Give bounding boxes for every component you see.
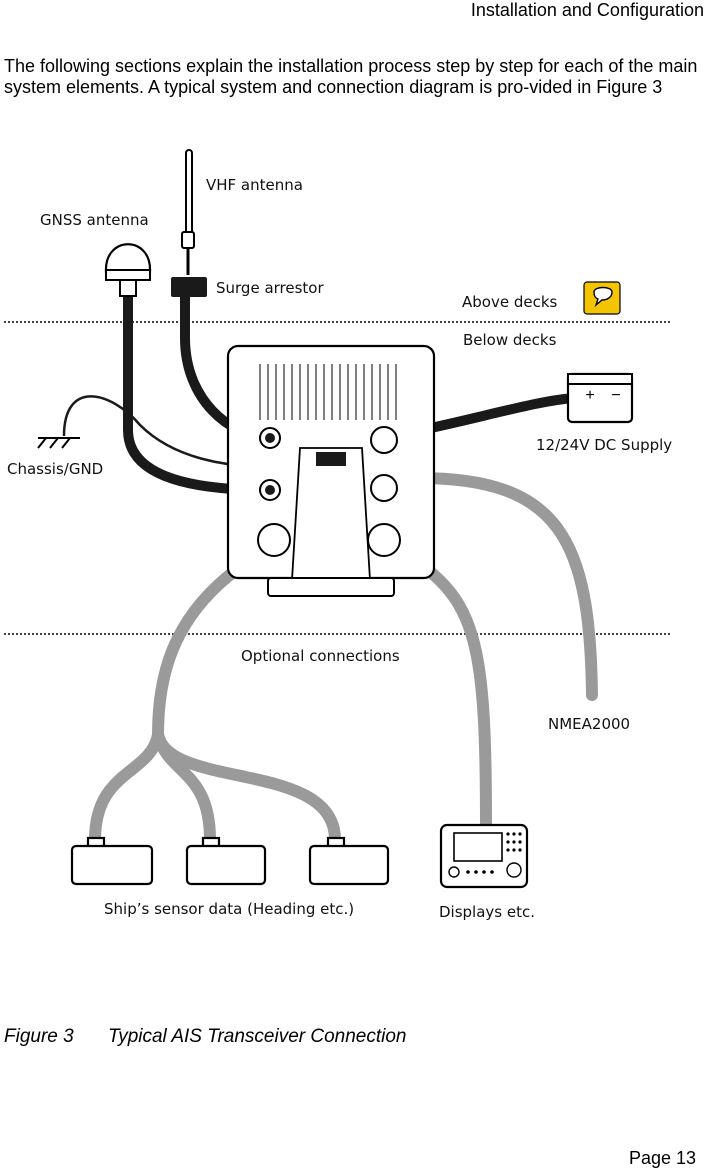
ground-symbol-icon (37, 437, 80, 449)
nmea2000-label: NMEA2000 (548, 715, 630, 733)
sensor-device (185, 836, 267, 886)
figure-caption: Figure 3 Typical AIS Transceiver Connecti… (4, 1026, 407, 1048)
sensor-data-label: Ship’s sensor data (Heading etc.) (104, 900, 354, 918)
chassis-gnd-label: Chassis/GND (7, 460, 103, 478)
section-header: Installation and Configuration (470, 0, 704, 20)
ais-transceiver-unit (226, 344, 436, 597)
optional-connections-label: Optional connections (241, 647, 400, 665)
figure-caption-text: Typical AIS Transceiver Connection (108, 1026, 407, 1047)
chassis-ground-wire (62, 395, 257, 468)
sensor-device (308, 836, 390, 886)
surge-arrestor-icon (171, 277, 207, 297)
sensor-cable-right (152, 729, 341, 846)
above-decks-label: Above decks (462, 293, 558, 311)
svg-text:−: − (611, 387, 620, 404)
nmea2000-cable (412, 472, 598, 701)
figure-number: Figure 3 (4, 1026, 74, 1047)
gnss-antenna-label: GNSS antenna (40, 211, 149, 229)
display-device-icon (439, 823, 529, 889)
sensor-cable-left (89, 729, 164, 846)
intro-paragraph: The following sections explain the insta… (4, 56, 698, 97)
battery-icon: + − (566, 372, 634, 424)
page-number: Page 13 (628, 1148, 696, 1168)
gnss-antenna-icon (104, 243, 152, 297)
connection-diagram: + − VHF antenna GNSS antenna Surge arres… (4, 149, 672, 921)
vhf-antenna-icon (181, 149, 195, 275)
displays-label: Displays etc. (439, 903, 535, 921)
supply-cable (407, 393, 580, 437)
sensor-device (70, 836, 154, 886)
display-cable (422, 564, 492, 831)
surge-arrestor-label: Surge arrestor (216, 279, 324, 297)
vhf-antenna-label: VHF antenna (206, 176, 303, 194)
speech-bubble-icon (583, 281, 621, 315)
sensor-cable-main (152, 564, 242, 741)
svg-text:+: + (585, 387, 594, 404)
below-decks-label: Below decks (463, 331, 557, 349)
dc-supply-label: 12/24V DC Supply (536, 436, 672, 454)
